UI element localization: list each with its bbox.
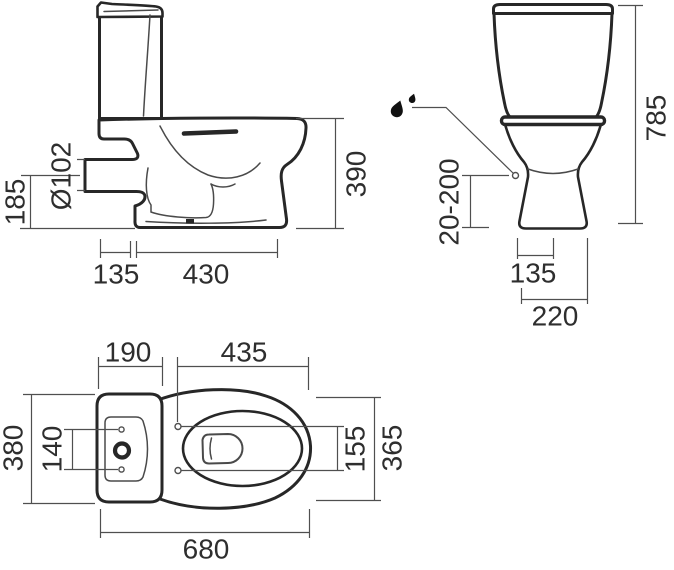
dim-pan-height: 390 — [341, 151, 372, 198]
dim-foot-width: 135 — [510, 258, 557, 289]
side-cistern-shading-line — [142, 14, 151, 117]
side-trap-hook-line — [210, 183, 236, 188]
front-cistern-body — [492, 12, 614, 120]
dim-outlet-setback: 135 — [93, 259, 140, 290]
front-dimensions — [462, 4, 643, 304]
dim-inlet-height-range: 20-200 — [434, 158, 465, 245]
dim-fixing-centres: 140 — [37, 426, 68, 473]
inlet-leader-line — [412, 106, 514, 174]
side-lid-inner-line — [103, 9, 159, 13]
dim-outlet-centre-height: 185 — [0, 179, 31, 226]
plan-hinge-hole-bottom — [174, 466, 182, 475]
side-seat-gap-bar — [181, 129, 239, 136]
dim-cistern-depth: 190 — [105, 337, 152, 368]
front-seat-band — [499, 115, 607, 127]
front-cistern-lid — [492, 3, 614, 15]
dim-pan-depth: 430 — [183, 259, 230, 290]
plan-cistern-inner-panel — [104, 416, 149, 482]
dim-cistern-width: 380 — [0, 425, 29, 472]
plan-hinge-hole-top — [174, 422, 182, 431]
plan-cistern-fixing-hole-top — [118, 426, 125, 433]
plan-water-outline — [201, 432, 244, 465]
plan-cistern-fixing-hole-bottom — [118, 466, 125, 473]
plan-water-inner-lip — [209, 437, 213, 460]
side-base-inner-line — [145, 219, 267, 224]
side-elevation: Ø102 185 390 135 430 — [0, 1, 372, 290]
dim-hinge-hole-centres: 155 — [340, 426, 371, 473]
dim-overall-length: 680 — [183, 534, 230, 565]
side-dimensions — [20, 117, 344, 258]
dim-pan-width: 220 — [532, 301, 579, 332]
front-waist-arc — [527, 168, 579, 175]
plan-view: 190 435 380 140 155 365 680 — [0, 337, 408, 565]
side-outlet-mark — [186, 219, 194, 224]
side-cistern-body — [98, 10, 163, 120]
front-pedestal-outline — [503, 122, 603, 230]
plan-dimensions — [23, 357, 381, 538]
plan-flush-button — [112, 441, 132, 460]
dim-overall-height: 785 — [641, 95, 672, 142]
dim-bowl-width: 365 — [377, 425, 408, 472]
side-trap-line — [145, 167, 215, 219]
water-drops-icon — [390, 93, 416, 118]
side-pan-outline — [83, 116, 308, 229]
dim-seat-length: 435 — [221, 337, 268, 368]
front-elevation: 785 20-200 135 220 — [390, 3, 672, 332]
dim-outlet-diameter: Ø102 — [46, 142, 77, 211]
side-bowl-inner-line — [159, 125, 261, 179]
inlet-point-marker — [511, 171, 520, 180]
side-cistern-lid — [96, 1, 164, 19]
